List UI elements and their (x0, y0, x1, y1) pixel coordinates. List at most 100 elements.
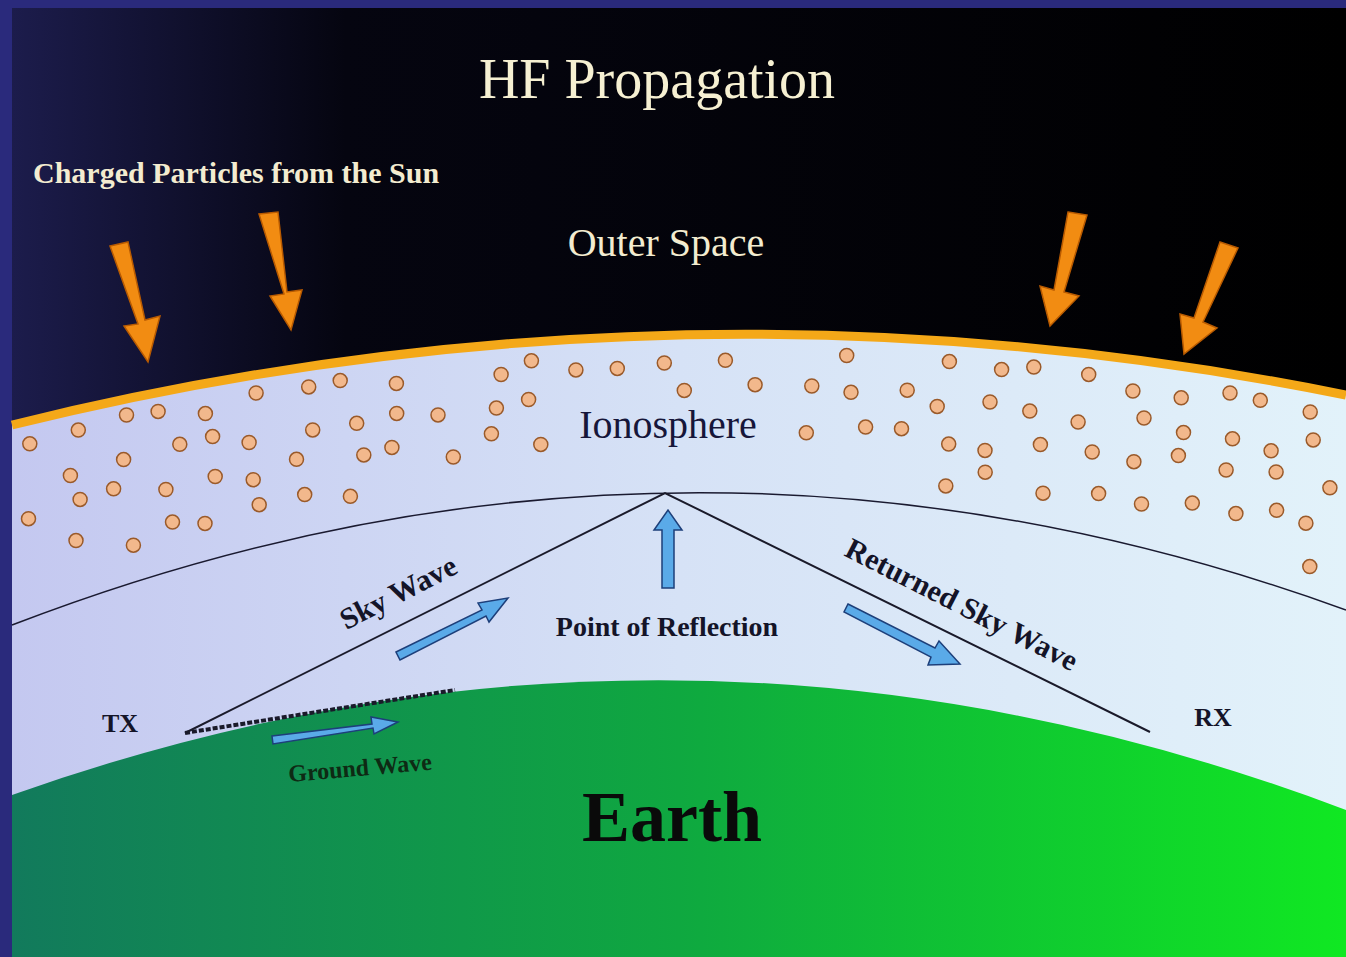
blue-arrow (844, 604, 960, 665)
blue-arrow (396, 598, 508, 660)
particle-dot (1033, 438, 1047, 452)
particle-dot (69, 534, 83, 548)
particle-dot (718, 353, 732, 367)
particle-dot (995, 363, 1009, 377)
particle-dot (117, 453, 131, 467)
particle-dot (942, 355, 956, 369)
point-label: Point of Reflection (556, 612, 778, 643)
solar-particle-arrows (110, 212, 1238, 362)
path-label: Ground Wave (287, 749, 433, 788)
particle-dot (1323, 481, 1337, 495)
particle-dot (1229, 507, 1243, 521)
particle-dot (978, 465, 992, 479)
orange-arrow (1040, 212, 1087, 326)
orange-arrow (259, 212, 302, 330)
particle-dot (206, 430, 220, 444)
particle-dot (895, 422, 909, 436)
particle-dot (1171, 449, 1185, 463)
particle-dot (930, 399, 944, 413)
orange-arrow (110, 242, 160, 362)
particle-dot (242, 436, 256, 450)
particle-dot (1023, 404, 1037, 418)
particle-dot (840, 349, 854, 363)
particle-dot (1135, 497, 1149, 511)
particle-dot (198, 407, 212, 421)
particle-dot (1092, 487, 1106, 501)
particle-dot (1253, 393, 1267, 407)
particle-dot (859, 420, 873, 434)
orange-arrow (1180, 242, 1238, 354)
particle-dot (23, 437, 37, 451)
particle-dot (1127, 455, 1141, 469)
particle-dot (63, 469, 77, 483)
path-label: Sky Wave (334, 548, 462, 635)
particle-dot (534, 437, 548, 451)
source-label: Charged Particles from the Sun (33, 156, 439, 189)
particle-dot (799, 426, 813, 440)
particle-dot (298, 488, 312, 502)
particle-dot (343, 489, 357, 503)
particle-dot (1027, 360, 1041, 374)
particle-dot (1071, 415, 1085, 429)
particle-dot (805, 379, 819, 393)
ionosphere-lower-edge (12, 493, 1346, 625)
particle-dot (73, 492, 87, 506)
ground-wave-path (185, 690, 455, 733)
atmosphere-band (12, 334, 1346, 957)
particle-dot (844, 385, 858, 399)
blue-arrow (654, 510, 682, 588)
particle-dot (390, 406, 404, 420)
particle-dot (1036, 486, 1050, 500)
particle-dot (446, 450, 460, 464)
particle-dot (942, 437, 956, 451)
region-label: Outer Space (568, 221, 765, 265)
diagram-title: HF Propagation (479, 49, 835, 111)
particle-dot (1223, 386, 1237, 400)
particle-dot (246, 473, 260, 487)
particle-dot (569, 363, 583, 377)
particle-dot (357, 448, 371, 462)
region-label: Ionosphere (579, 403, 757, 447)
particle-dot (1270, 503, 1284, 517)
particle-dot (983, 395, 997, 409)
particle-dot (151, 404, 165, 418)
blue-arrow (272, 717, 398, 744)
particle-dot (1306, 433, 1320, 447)
particle-dot (333, 374, 347, 388)
particle-dot (978, 443, 992, 457)
particle-dot (1303, 560, 1317, 574)
particle-dot (489, 401, 503, 415)
particle-dot (677, 383, 691, 397)
station-label: RX (1194, 704, 1232, 733)
particle-dot (71, 423, 85, 437)
region-label: Earth (582, 778, 762, 857)
particle-dot (249, 386, 263, 400)
particle-dot (494, 368, 508, 382)
earth-surface (12, 680, 1346, 957)
particle-dot (748, 378, 762, 392)
outer-space-ground (12, 8, 1346, 957)
particle-dot (1126, 384, 1140, 398)
particle-dot (389, 376, 403, 390)
particle-dot (1264, 444, 1278, 458)
particle-dot (385, 440, 399, 454)
particle-dot (524, 354, 538, 368)
particle-dot (1269, 465, 1283, 479)
particle-dot (1174, 391, 1188, 405)
particle-dot (1177, 426, 1191, 440)
particle-dot (1299, 516, 1313, 530)
particle-dot (173, 437, 187, 451)
particle-dot (107, 482, 121, 496)
particle-dot (431, 408, 445, 422)
particle-dot (126, 538, 140, 552)
particle-dot (302, 380, 316, 394)
particle-dot (657, 356, 671, 370)
particle-dot (1185, 496, 1199, 510)
particle-dot (208, 470, 222, 484)
particle-dot (484, 427, 498, 441)
particle-dot (159, 483, 173, 497)
particle-dot (522, 393, 536, 407)
particle-dot (900, 383, 914, 397)
